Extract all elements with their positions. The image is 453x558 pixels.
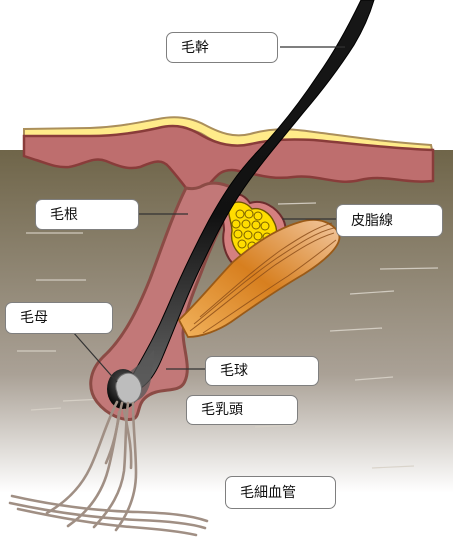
hair-bulb-label: 毛球 xyxy=(205,356,319,386)
muscle-fibers xyxy=(189,222,337,334)
dermal-papilla-label: 毛乳頭 xyxy=(186,395,298,425)
hair-matrix-label: 毛母 xyxy=(5,302,113,334)
sebaceous-gland-label: 皮脂線 xyxy=(336,204,443,237)
label-leaders xyxy=(72,46,345,383)
capillary-network xyxy=(8,400,209,537)
leader-hair-matrix xyxy=(72,331,118,383)
capillaries-label: 毛細血管 xyxy=(225,476,336,509)
dermal-papilla xyxy=(115,372,142,404)
hair-root-label: 毛根 xyxy=(35,199,139,230)
hair-shaft-label: 毛幹 xyxy=(166,32,278,63)
dermis-texture xyxy=(17,202,439,469)
